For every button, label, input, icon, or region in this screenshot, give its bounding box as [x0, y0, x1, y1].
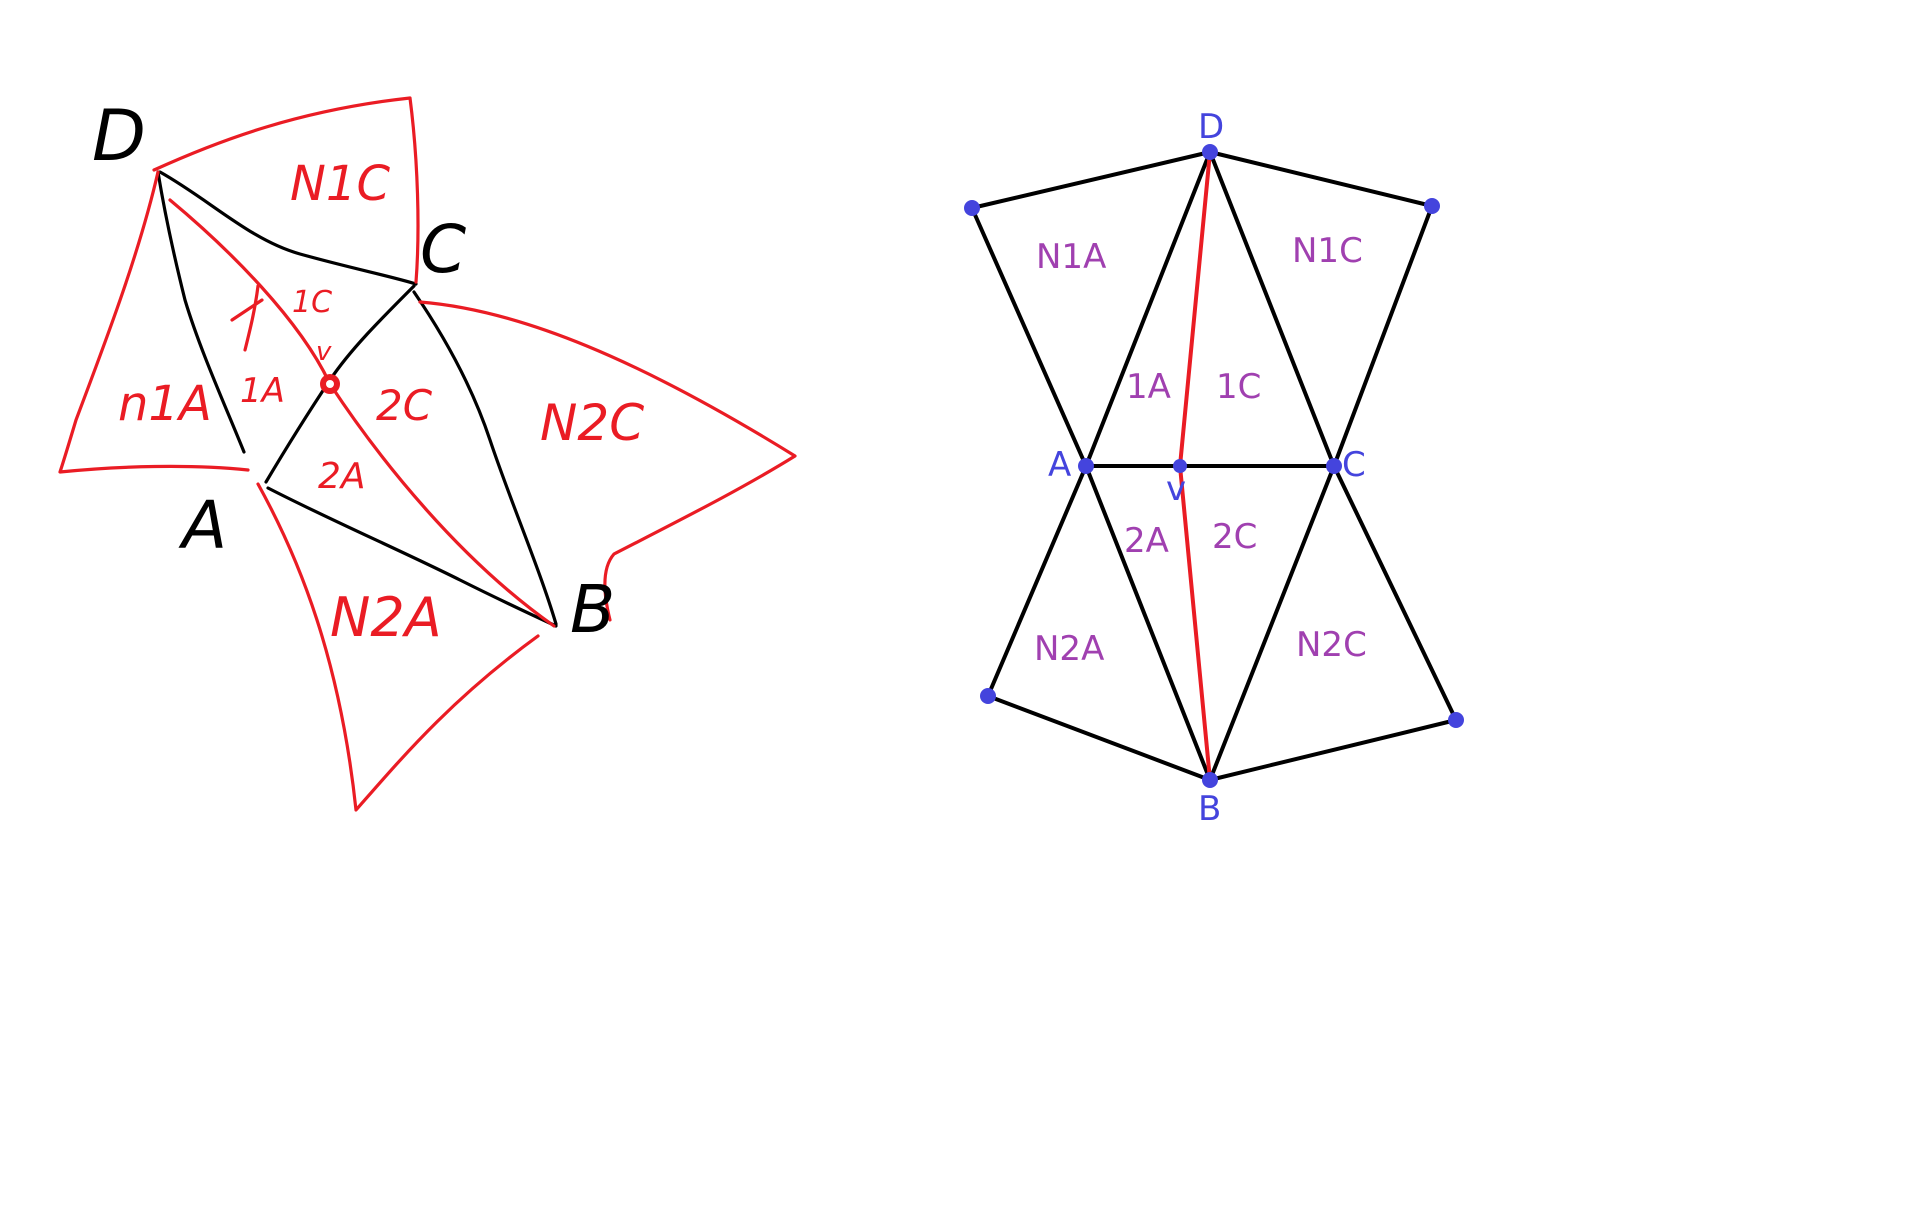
sketch-label-d: D	[92, 95, 146, 177]
edge-a-b	[1084, 464, 1212, 782]
edge-outer-n1c-right	[1332, 204, 1434, 468]
vertex-b-dot	[1202, 772, 1218, 788]
sketch-face-1c: 1C	[292, 285, 332, 320]
vertex-n2c-outer-dot	[1448, 712, 1464, 728]
edge-d-a	[1084, 150, 1212, 468]
sketch-cross-mark	[230, 298, 264, 322]
vertex-label-v: v	[1166, 469, 1186, 509]
sketch-label-a: A	[178, 487, 227, 564]
clean-diagram: D A v C B N1A N1C 1A 1C 2A 2C N2A N2C	[964, 107, 1464, 829]
edge-outer-n2c-right	[1332, 464, 1458, 722]
red-edge-v-b	[1178, 464, 1212, 782]
sketch-label-v: v	[316, 337, 332, 367]
face-label-n1a: N1A	[1036, 237, 1106, 277]
edge-outer-n1a-left	[970, 206, 1088, 468]
sketch-edge-a-b	[266, 486, 558, 628]
sketch-face-n1c: N1C	[290, 156, 390, 212]
vertex-n1a-outer-dot	[964, 200, 980, 216]
sketch-label-c: C	[420, 211, 466, 288]
edge-c-b	[1208, 464, 1336, 782]
sketch-face-2a: 2A	[318, 456, 366, 497]
face-label-n2a: N2A	[1034, 629, 1104, 669]
sketch-face-n2a: N2A	[330, 586, 442, 649]
vertex-label-c: C	[1342, 445, 1366, 485]
sketch-point-v-center	[326, 380, 334, 388]
vertex-label-b: B	[1198, 789, 1221, 829]
edge-outer-n2a-left	[986, 464, 1088, 698]
vertex-label-a: A	[1048, 445, 1071, 485]
face-label-n2c: N2C	[1296, 625, 1367, 665]
face-label-1a: 1A	[1126, 367, 1171, 407]
vertex-c-dot	[1326, 458, 1342, 474]
sketch-face-1a: 1A	[240, 371, 285, 411]
edge-outer-n1a-top	[970, 150, 1212, 210]
sketch-face-2c: 2C	[376, 381, 433, 430]
face-label-1c: 1C	[1216, 367, 1261, 407]
edge-outer-n2c-bottom	[1208, 718, 1458, 782]
sketch-label-b: B	[570, 571, 615, 648]
sketch-edge-d-c	[158, 170, 418, 286]
vertex-d-dot	[1202, 144, 1218, 160]
sketch-flap-n1a	[58, 170, 250, 474]
vertex-a-dot	[1078, 458, 1094, 474]
sketch-flap-n2c	[418, 300, 797, 622]
sketch-face-n1a: n1A	[118, 376, 212, 432]
face-label-2c: 2C	[1212, 517, 1257, 557]
red-edge-d-v	[1178, 150, 1212, 468]
vertex-n2a-outer-dot	[980, 688, 996, 704]
face-label-2a: 2A	[1124, 521, 1169, 561]
vertex-v-dot	[1173, 459, 1187, 473]
sketch-face-n2c: N2C	[540, 394, 644, 452]
sketch-edge-d-a	[156, 170, 246, 454]
edge-d-c	[1208, 150, 1336, 468]
sketch-flap-n1c	[152, 96, 420, 284]
edge-outer-n2a-bottom	[986, 694, 1212, 782]
vertex-n1c-outer-dot	[1424, 198, 1440, 214]
vertex-label-d: D	[1198, 107, 1224, 147]
hand-sketch: D C A B v N1C 1C 1A n1A 2C 2A N2C N2A	[58, 95, 797, 812]
sketch-edge-c-b	[412, 290, 558, 626]
sketch-flap-n2a	[256, 482, 540, 812]
edge-outer-n1c-top	[1208, 150, 1434, 208]
sketch-tick-mark	[243, 284, 260, 352]
face-label-n1c: N1C	[1292, 231, 1363, 271]
